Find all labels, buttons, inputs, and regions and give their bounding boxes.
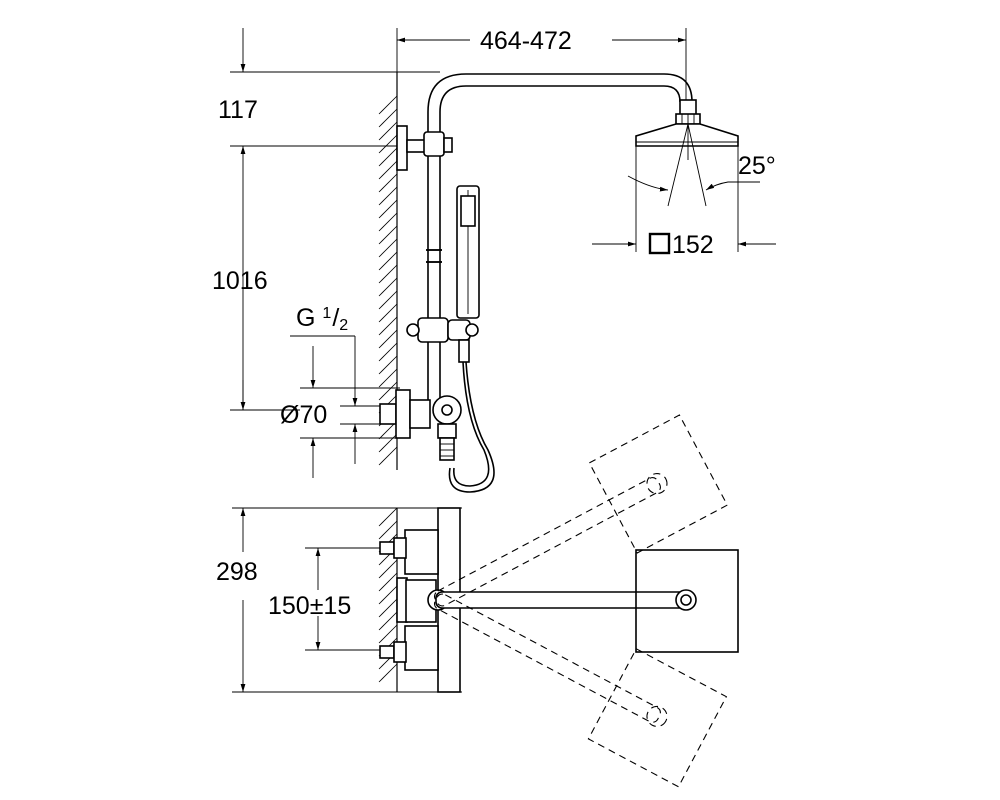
thread-dimension: G 1/2 — [290, 304, 400, 464]
spray-angle-label: 25° — [738, 152, 776, 180]
top-offset-label: 117 — [218, 96, 258, 124]
top-offset-dimension: 117 — [218, 28, 440, 410]
plan-view: 298 150±15 — [216, 414, 739, 788]
body-height-label: 298 — [216, 558, 258, 586]
thread-label: G 1/2 — [296, 304, 348, 334]
wall-plan — [378, 507, 398, 692]
inlet-spacing-label: 150±15 — [268, 592, 351, 620]
head-size-dimension: 152 — [592, 146, 776, 259]
rosette-diameter-dimension: Ø70 — [280, 346, 400, 478]
shower-column — [379, 73, 739, 493]
rosette-diameter-label: Ø70 — [280, 401, 327, 429]
spray-angle-dimension: 25° — [627, 123, 776, 207]
column-height-label: 1016 — [212, 267, 268, 295]
square-symbol-icon — [648, 232, 671, 255]
head-size-label: 152 — [672, 231, 714, 259]
column-height-dimension: 1016 — [212, 267, 300, 411]
projection-width-label: 464-472 — [480, 27, 572, 55]
projection-width-dimension: 464-472 — [396, 27, 687, 100]
